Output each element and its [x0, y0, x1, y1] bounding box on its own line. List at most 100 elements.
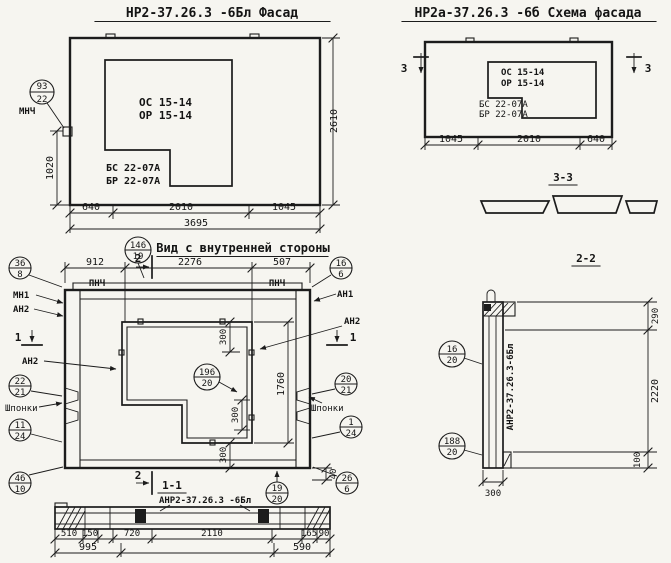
- pnch-label-left: ПНЧ: [89, 279, 105, 289]
- an2-label-left-mid: АН2: [22, 357, 38, 367]
- callout-19: 19: [272, 484, 283, 494]
- anchor-channel-mark: [484, 304, 491, 311]
- part-label-2-2: АНР2-37.26.3-6Бл: [506, 344, 516, 431]
- section-2-label: 2: [135, 252, 142, 265]
- callout-16: 16: [447, 345, 458, 355]
- inner-dim-300-bottom: 300: [219, 438, 240, 473]
- rib-cut-mark: [258, 509, 269, 523]
- callout-10: 10: [15, 485, 26, 495]
- facade-dim-640: 640: [82, 202, 100, 213]
- embed-mark: [118, 349, 125, 356]
- callout-196: 196: [199, 368, 215, 378]
- section-2-mark-bottom: 2: [135, 469, 153, 495]
- facade-anchor-callout: 93 22 МНЧ: [19, 79, 73, 137]
- facade-title: НР2-37.26.3 -6Бл Фасад: [126, 6, 298, 21]
- embed-mark: [248, 414, 255, 421]
- section-2-2-dims-right: 290 2220 100: [505, 297, 661, 473]
- callout-20: 20: [272, 495, 283, 505]
- embed-mark: [137, 318, 144, 325]
- dim-510: 510: [61, 529, 77, 539]
- an2-label-left-top: АН2: [13, 305, 29, 315]
- facade-or-label: ОР 15-14: [139, 109, 192, 122]
- schema-dim-640: 640: [587, 134, 605, 145]
- lifting-loop-mark: [569, 37, 579, 43]
- inner-dim-912: 912: [86, 257, 104, 268]
- inner-top-dims: 912 2276 507: [60, 257, 315, 322]
- callout-6: 6: [338, 270, 343, 280]
- schema-bs-label: БС 22-07А: [479, 100, 528, 110]
- section-2-2-view: 2-2 АНР2-37.26.3-6Бл 290 2220 100: [438, 252, 661, 499]
- an2-label-right: АН2: [344, 317, 360, 327]
- callout-16: 16: [336, 259, 347, 269]
- schema-opening: [487, 61, 597, 119]
- dim-300: 300: [219, 329, 229, 345]
- callout-16-6: 16 6: [311, 256, 353, 288]
- dim-2110: 2110: [201, 529, 223, 539]
- facade-dim-1045: 1045: [272, 202, 296, 213]
- facade-bottom-dims: 640 2010 1045 3695: [65, 202, 325, 234]
- section-1-mark-left: 1: [15, 330, 43, 346]
- inner-dim-300-top: 300: [219, 317, 240, 357]
- section-3-3-title: 3-3: [553, 171, 573, 184]
- dim-150: 150: [82, 529, 98, 539]
- callout-188: 188: [444, 437, 460, 447]
- callout-1-24: 1 24: [311, 415, 363, 439]
- schema-view: НР2а-37.26.3 -6б Схема фасада ОС 15-14 О…: [401, 6, 659, 214]
- key-notches-left: [64, 387, 79, 425]
- dim-290: 290: [651, 308, 661, 324]
- section-2-label: 2: [135, 469, 142, 482]
- facade-dim-total: 3695: [184, 218, 208, 229]
- dim-40: 40: [329, 469, 339, 480]
- callout-146: 146: [130, 241, 146, 251]
- callout-36: 36: [15, 259, 26, 269]
- callout-26-6: 26 6: [312, 466, 359, 495]
- section-2-2-dim-bottom: 300: [478, 470, 508, 499]
- section-2-2-outline: [482, 301, 504, 469]
- callout-21: 21: [15, 388, 26, 398]
- schema-or-label: ОР 15-14: [501, 79, 545, 89]
- embed-mark: [209, 439, 216, 446]
- facade-view: НР2-37.26.3 -6Бл Фасад ОС 15-14 ОР 15-14…: [19, 6, 340, 234]
- section-2-2-body: [482, 289, 516, 469]
- facade-height-dim: 2610: [322, 33, 340, 210]
- facade-anchor-dim: 1020: [45, 126, 70, 210]
- mn1-label: МН1: [13, 291, 29, 301]
- embed-mark: [248, 349, 255, 356]
- lifting-loop-mark: [249, 33, 260, 39]
- callout-8: 8: [17, 270, 22, 280]
- anchor-detail-mark: [62, 126, 73, 137]
- inner-dim-2276: 2276: [178, 257, 202, 268]
- callout-20: 20: [447, 356, 458, 366]
- facade-dim-height: 2610: [329, 109, 340, 133]
- callout-24: 24: [346, 429, 357, 439]
- callout-36-8: 36 8: [8, 256, 63, 288]
- dim-100: 100: [633, 452, 643, 468]
- callout-188-20: 188 20: [438, 432, 483, 460]
- section-1-1-title: 1-1: [162, 479, 182, 492]
- section-1-1-body: [54, 502, 331, 530]
- facade-dim-1020: 1020: [45, 156, 56, 180]
- facade-bs-label: БС 22-07А: [106, 163, 160, 174]
- dim-90: 90: [319, 529, 330, 539]
- callout-19: 19: [133, 252, 144, 262]
- callout-19-20: 19 20: [265, 470, 289, 505]
- callout-22: 22: [37, 95, 48, 105]
- embed-mark: [219, 318, 226, 325]
- schema-dim-1045: 1045: [439, 134, 463, 145]
- dim-300-thickness: 300: [485, 489, 501, 499]
- lifting-loop: [486, 289, 496, 302]
- callout-11: 11: [15, 421, 26, 431]
- rib-cut-mark: [135, 509, 146, 523]
- section-3-3-piece: [479, 200, 551, 214]
- dim-165: 165: [301, 529, 317, 539]
- section-3-3-piece: [551, 195, 624, 214]
- callout-22-21: 22 21: [8, 374, 63, 398]
- inner-view: Вид с внутренней стороны 146 19 912 2276…: [5, 236, 363, 505]
- schema-br-label: БР 22-07А: [479, 110, 528, 120]
- inner-dim-1760: 1760: [254, 317, 294, 448]
- callout-93: 93: [37, 82, 48, 92]
- section-2-2-title: 2-2: [576, 252, 596, 265]
- dim-300: 300: [231, 407, 241, 423]
- callout-20-21: 20 21: [311, 372, 358, 396]
- callout-196-20: 196 20: [193, 363, 238, 393]
